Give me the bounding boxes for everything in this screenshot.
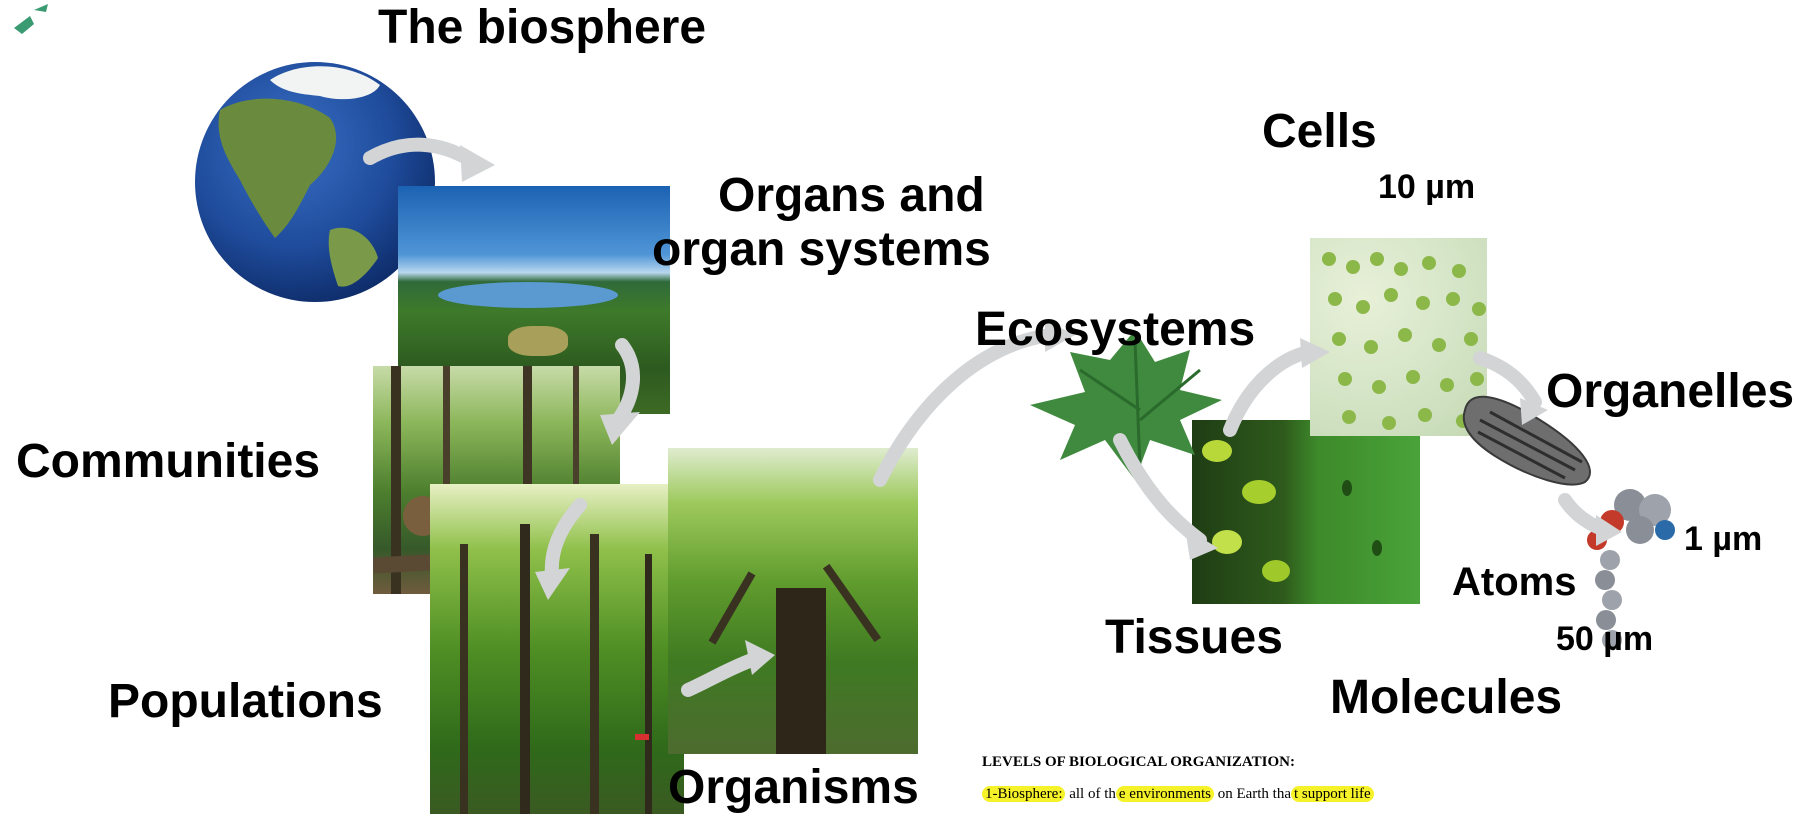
- arrow-community-to-population: [552, 505, 580, 576]
- arrow-organism-to-organ: [880, 335, 1050, 480]
- label-organelles: Organelles: [1546, 368, 1794, 416]
- label-organs-line2: organ systems: [652, 226, 991, 274]
- arrow-organ-to-tissue: [1120, 440, 1200, 540]
- caption-highlight-biosphere: 1-Biosphere:: [982, 786, 1065, 802]
- arrow-cell-to-organelle: [1480, 358, 1535, 402]
- arrow-tissue-to-cell: [1230, 352, 1310, 430]
- label-organisms: Organisms: [668, 764, 919, 812]
- label-tissues: Tissues: [1105, 614, 1283, 662]
- caption-line-1: 1-Biosphere: all of the environments on …: [982, 786, 1374, 803]
- label-cells-scale: 10 µm: [1378, 170, 1475, 204]
- caption-highlight-support-life: t support life: [1291, 786, 1374, 802]
- caption-heading: LEVELS OF BIOLOGICAL ORGANIZATION:: [982, 754, 1295, 771]
- label-atoms: Atoms: [1452, 562, 1576, 602]
- label-communities: Communities: [16, 438, 320, 486]
- label-organelles-scale: 1 µm: [1684, 522, 1762, 556]
- arrow-population-to-organism: [688, 660, 752, 690]
- label-biosphere: The biosphere: [378, 4, 706, 52]
- caption-highlight-environments: e environments: [1116, 786, 1214, 802]
- label-ecosystems: Ecosystems: [975, 306, 1255, 354]
- arrow-biosphere-to-ecosystem: [370, 145, 470, 160]
- caption-text-a: all of th: [1065, 786, 1115, 802]
- label-populations: Populations: [108, 678, 383, 726]
- caption-text-b: on Earth tha: [1214, 786, 1291, 802]
- label-cells: Cells: [1262, 108, 1377, 156]
- label-atoms-scale: 50 µm: [1556, 622, 1653, 656]
- arrow-ecosystem-to-community: [618, 345, 633, 420]
- label-molecules: Molecules: [1330, 674, 1562, 722]
- label-organs-line1: Organs and: [718, 172, 985, 220]
